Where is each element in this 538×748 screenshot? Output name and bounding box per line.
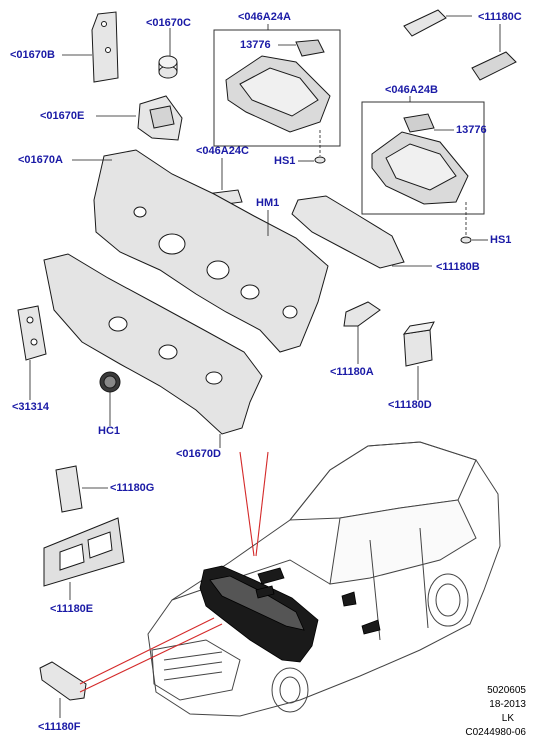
part-11180D [402,321,435,367]
label-01670B: <01670B [10,49,55,61]
label-01670C: <01670C [146,17,191,29]
part-01670A [93,149,329,353]
label-13776-b: 13776 [456,124,487,136]
label-11180F: <11180F [38,721,81,733]
label-HS1-a: HS1 [274,155,296,167]
part-HS1-a [314,156,326,164]
part-13776-b [403,113,435,133]
leader-lines [29,15,501,718]
label-11180G: <11180G [110,482,155,494]
label-11180C: <11180C [478,11,522,23]
part-HC1 [99,371,121,393]
label-11180A: <11180A [330,366,374,378]
part-01670E [137,95,183,141]
part-13776-a [295,39,325,57]
part-HS1-b [460,236,472,244]
label-11180D: <11180D [388,399,432,411]
label-046A24B: <046A24B [385,84,438,96]
footer-ref-2: 18-2013 [489,699,526,710]
label-01670D: <01670D [176,448,221,460]
part-31314 [17,305,47,361]
label-13776-a: 13776 [240,39,271,51]
installed-insulator [199,565,381,663]
part-01670B [91,11,119,83]
footer-ref-3: LK [501,713,514,724]
part-11180C [403,9,517,81]
label-01670E: <01670E [40,110,85,122]
label-01670A: <01670A [18,154,63,166]
label-HS1-b: HS1 [490,234,512,246]
label-11180B: <11180B [436,261,480,273]
footer-ref-1: 5020605 [487,685,526,696]
label-HM1: HM1 [256,197,280,209]
part-11180F [39,661,87,701]
label-046A24A: <046A24A [238,11,291,23]
red-leaders [79,451,269,693]
label-31314: <31314 [12,401,50,413]
part-01670D [43,253,263,435]
label-HC1: HC1 [98,425,121,437]
label-046A24C: <046A24C [196,145,249,157]
part-01670C [158,55,178,79]
part-11180G [55,465,83,513]
vehicle-illustration [147,441,501,717]
part-046A24B-bracket [371,131,469,205]
footer-ref-4: C0244980-06 [465,727,526,738]
part-11180A [343,301,381,327]
part-11180B [291,195,405,269]
label-11180E: <11180E [50,603,94,615]
part-11180E [43,517,125,587]
part-046A24A-bracket [225,55,331,133]
